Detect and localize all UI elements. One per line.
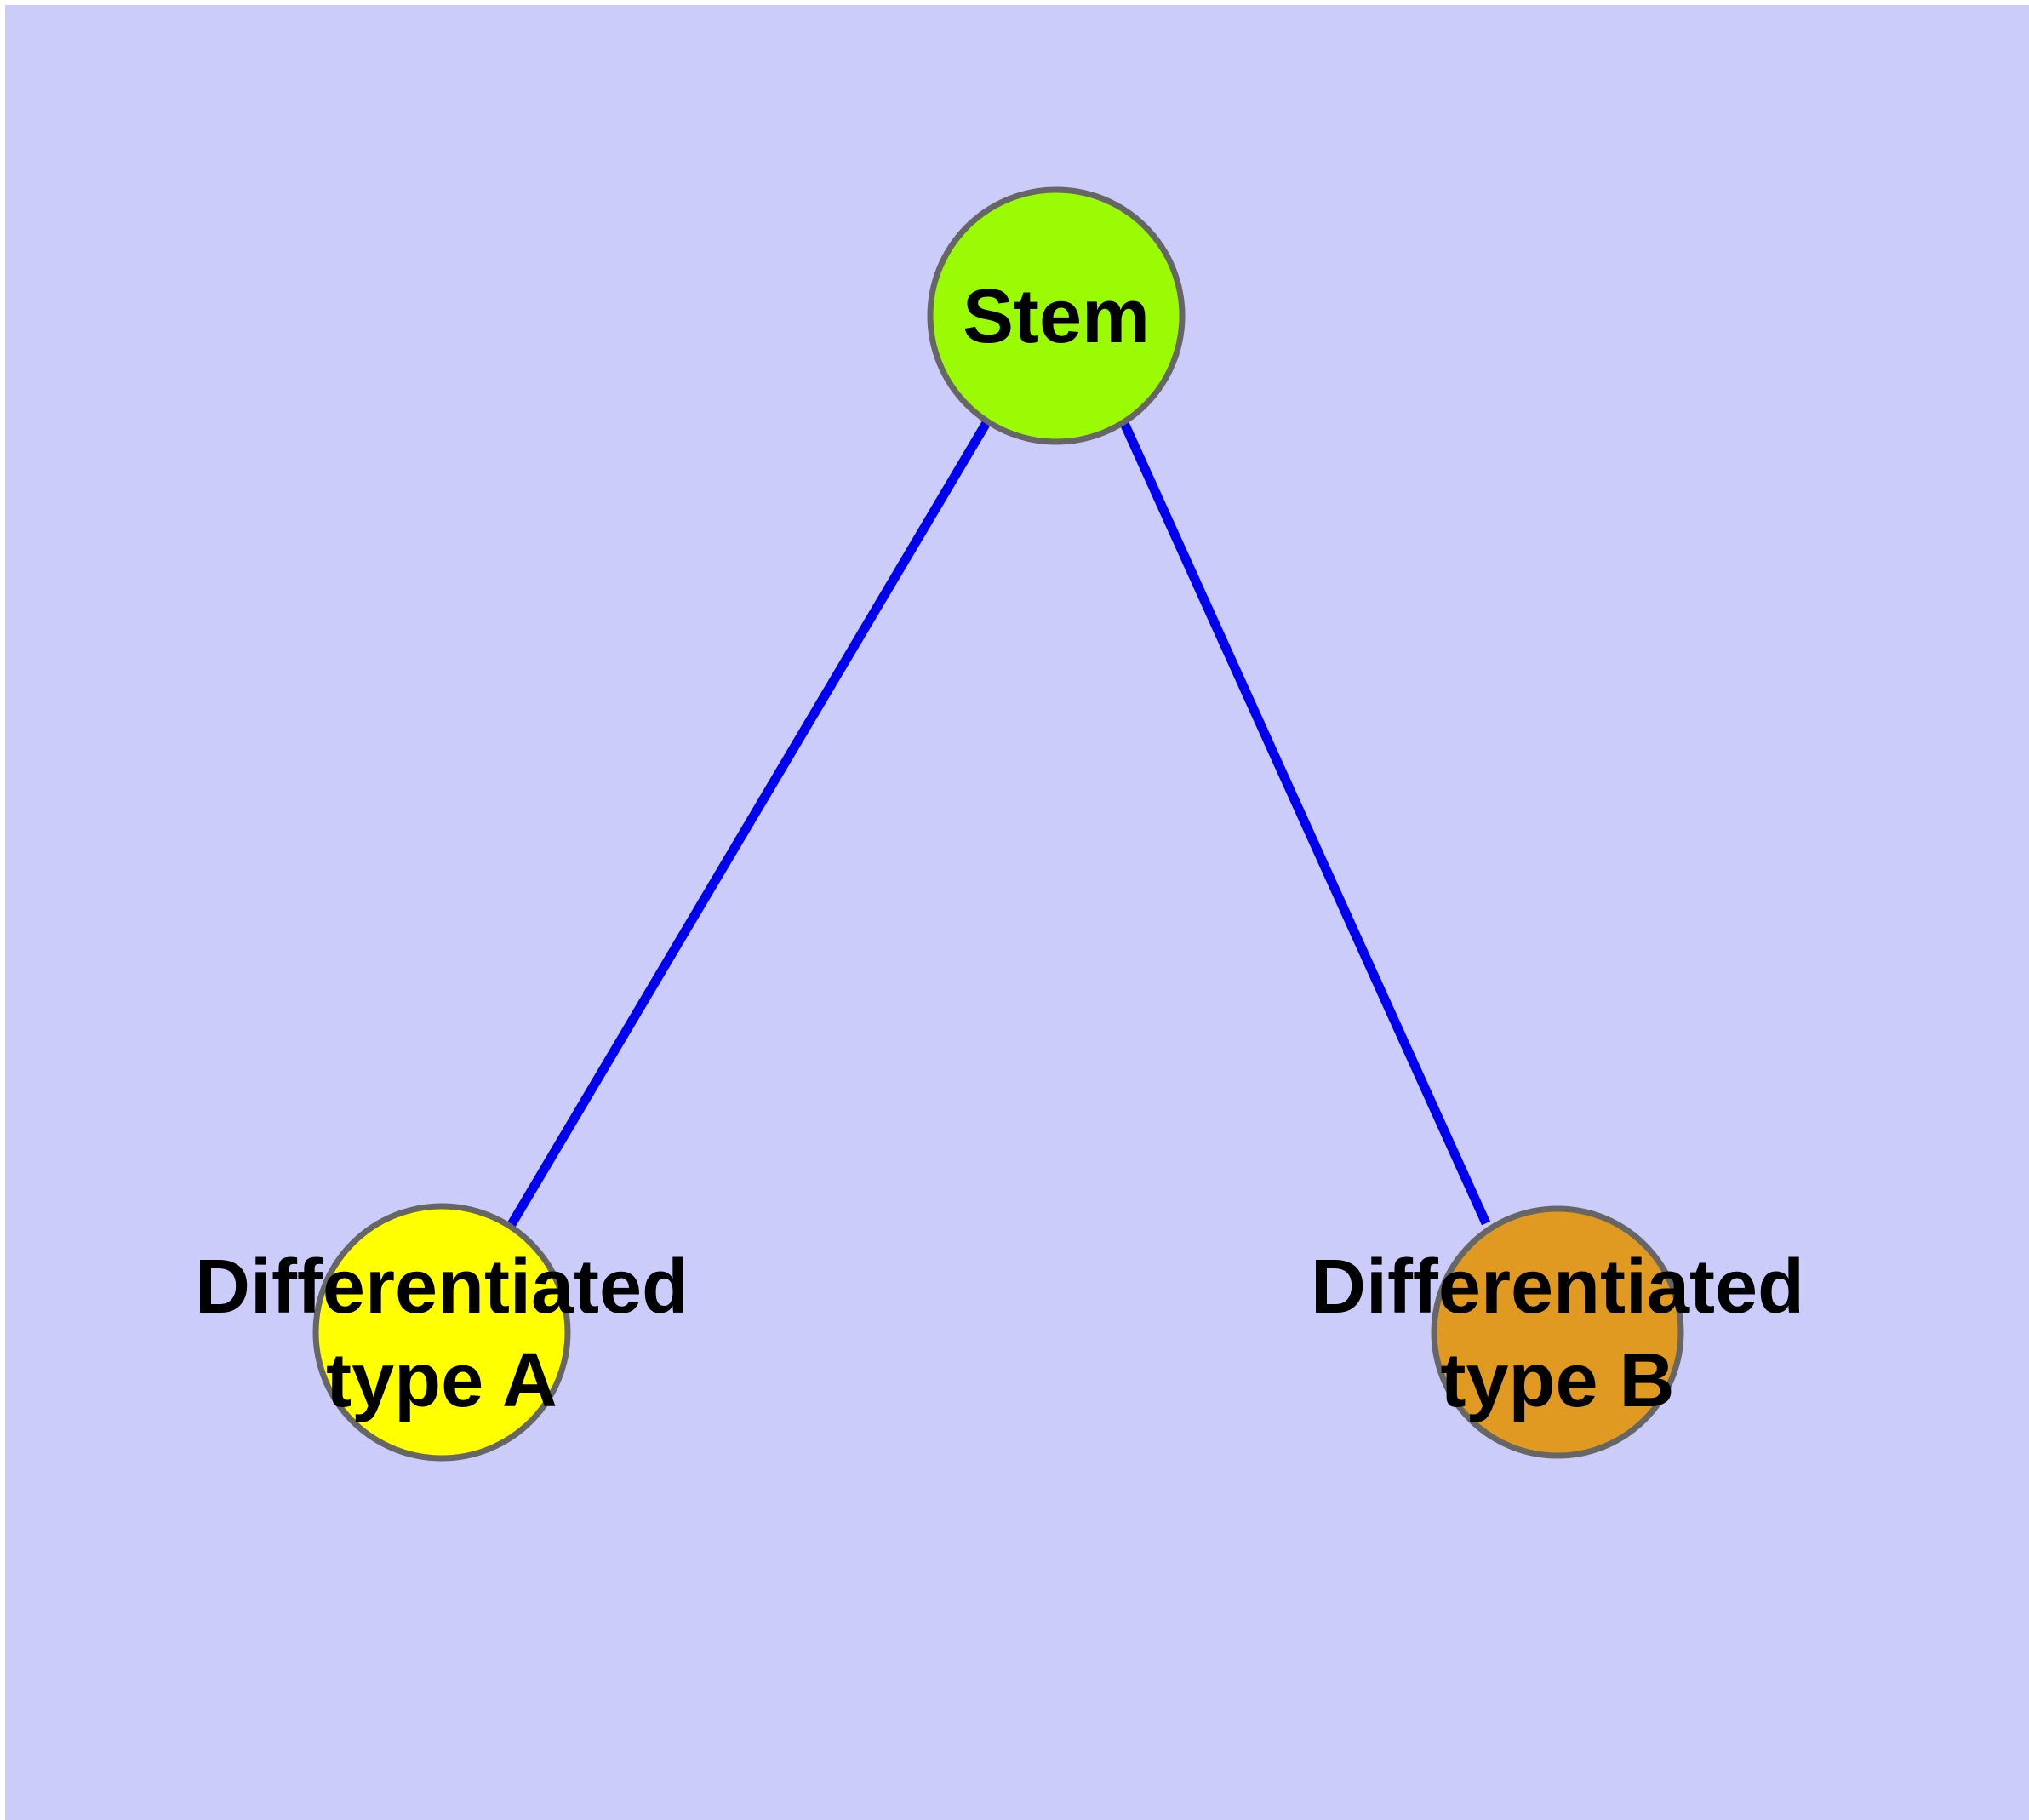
node-differentiated-type-b-circle[interactable]	[1431, 1205, 1684, 1459]
edge-layer	[506, 419, 1491, 1228]
node-differentiated-type-b-label-line-1: Differentiated	[1311, 1245, 1804, 1330]
node-stem-circle[interactable]	[927, 186, 1186, 445]
node-differentiated-type-b[interactable]: Differentiated type B	[1311, 1205, 1804, 1459]
node-differentiated-type-a-circle[interactable]	[312, 1203, 571, 1462]
edge-stem-to-differentiated-type-a[interactable]	[506, 419, 992, 1228]
edge-stem-to-differentiated-type-b[interactable]	[1118, 419, 1491, 1226]
node-differentiated-type-a-label-line-1: Differentiated	[195, 1245, 689, 1330]
node-differentiated-type-a-label-line-2: type A	[326, 1338, 557, 1423]
node-differentiated-type-a[interactable]: Differentiated type A	[195, 1203, 689, 1462]
node-stem[interactable]: Stem	[927, 186, 1186, 445]
node-stem-label: Stem	[963, 274, 1150, 359]
node-differentiated-type-b-label-line-2: type B	[1440, 1338, 1674, 1423]
